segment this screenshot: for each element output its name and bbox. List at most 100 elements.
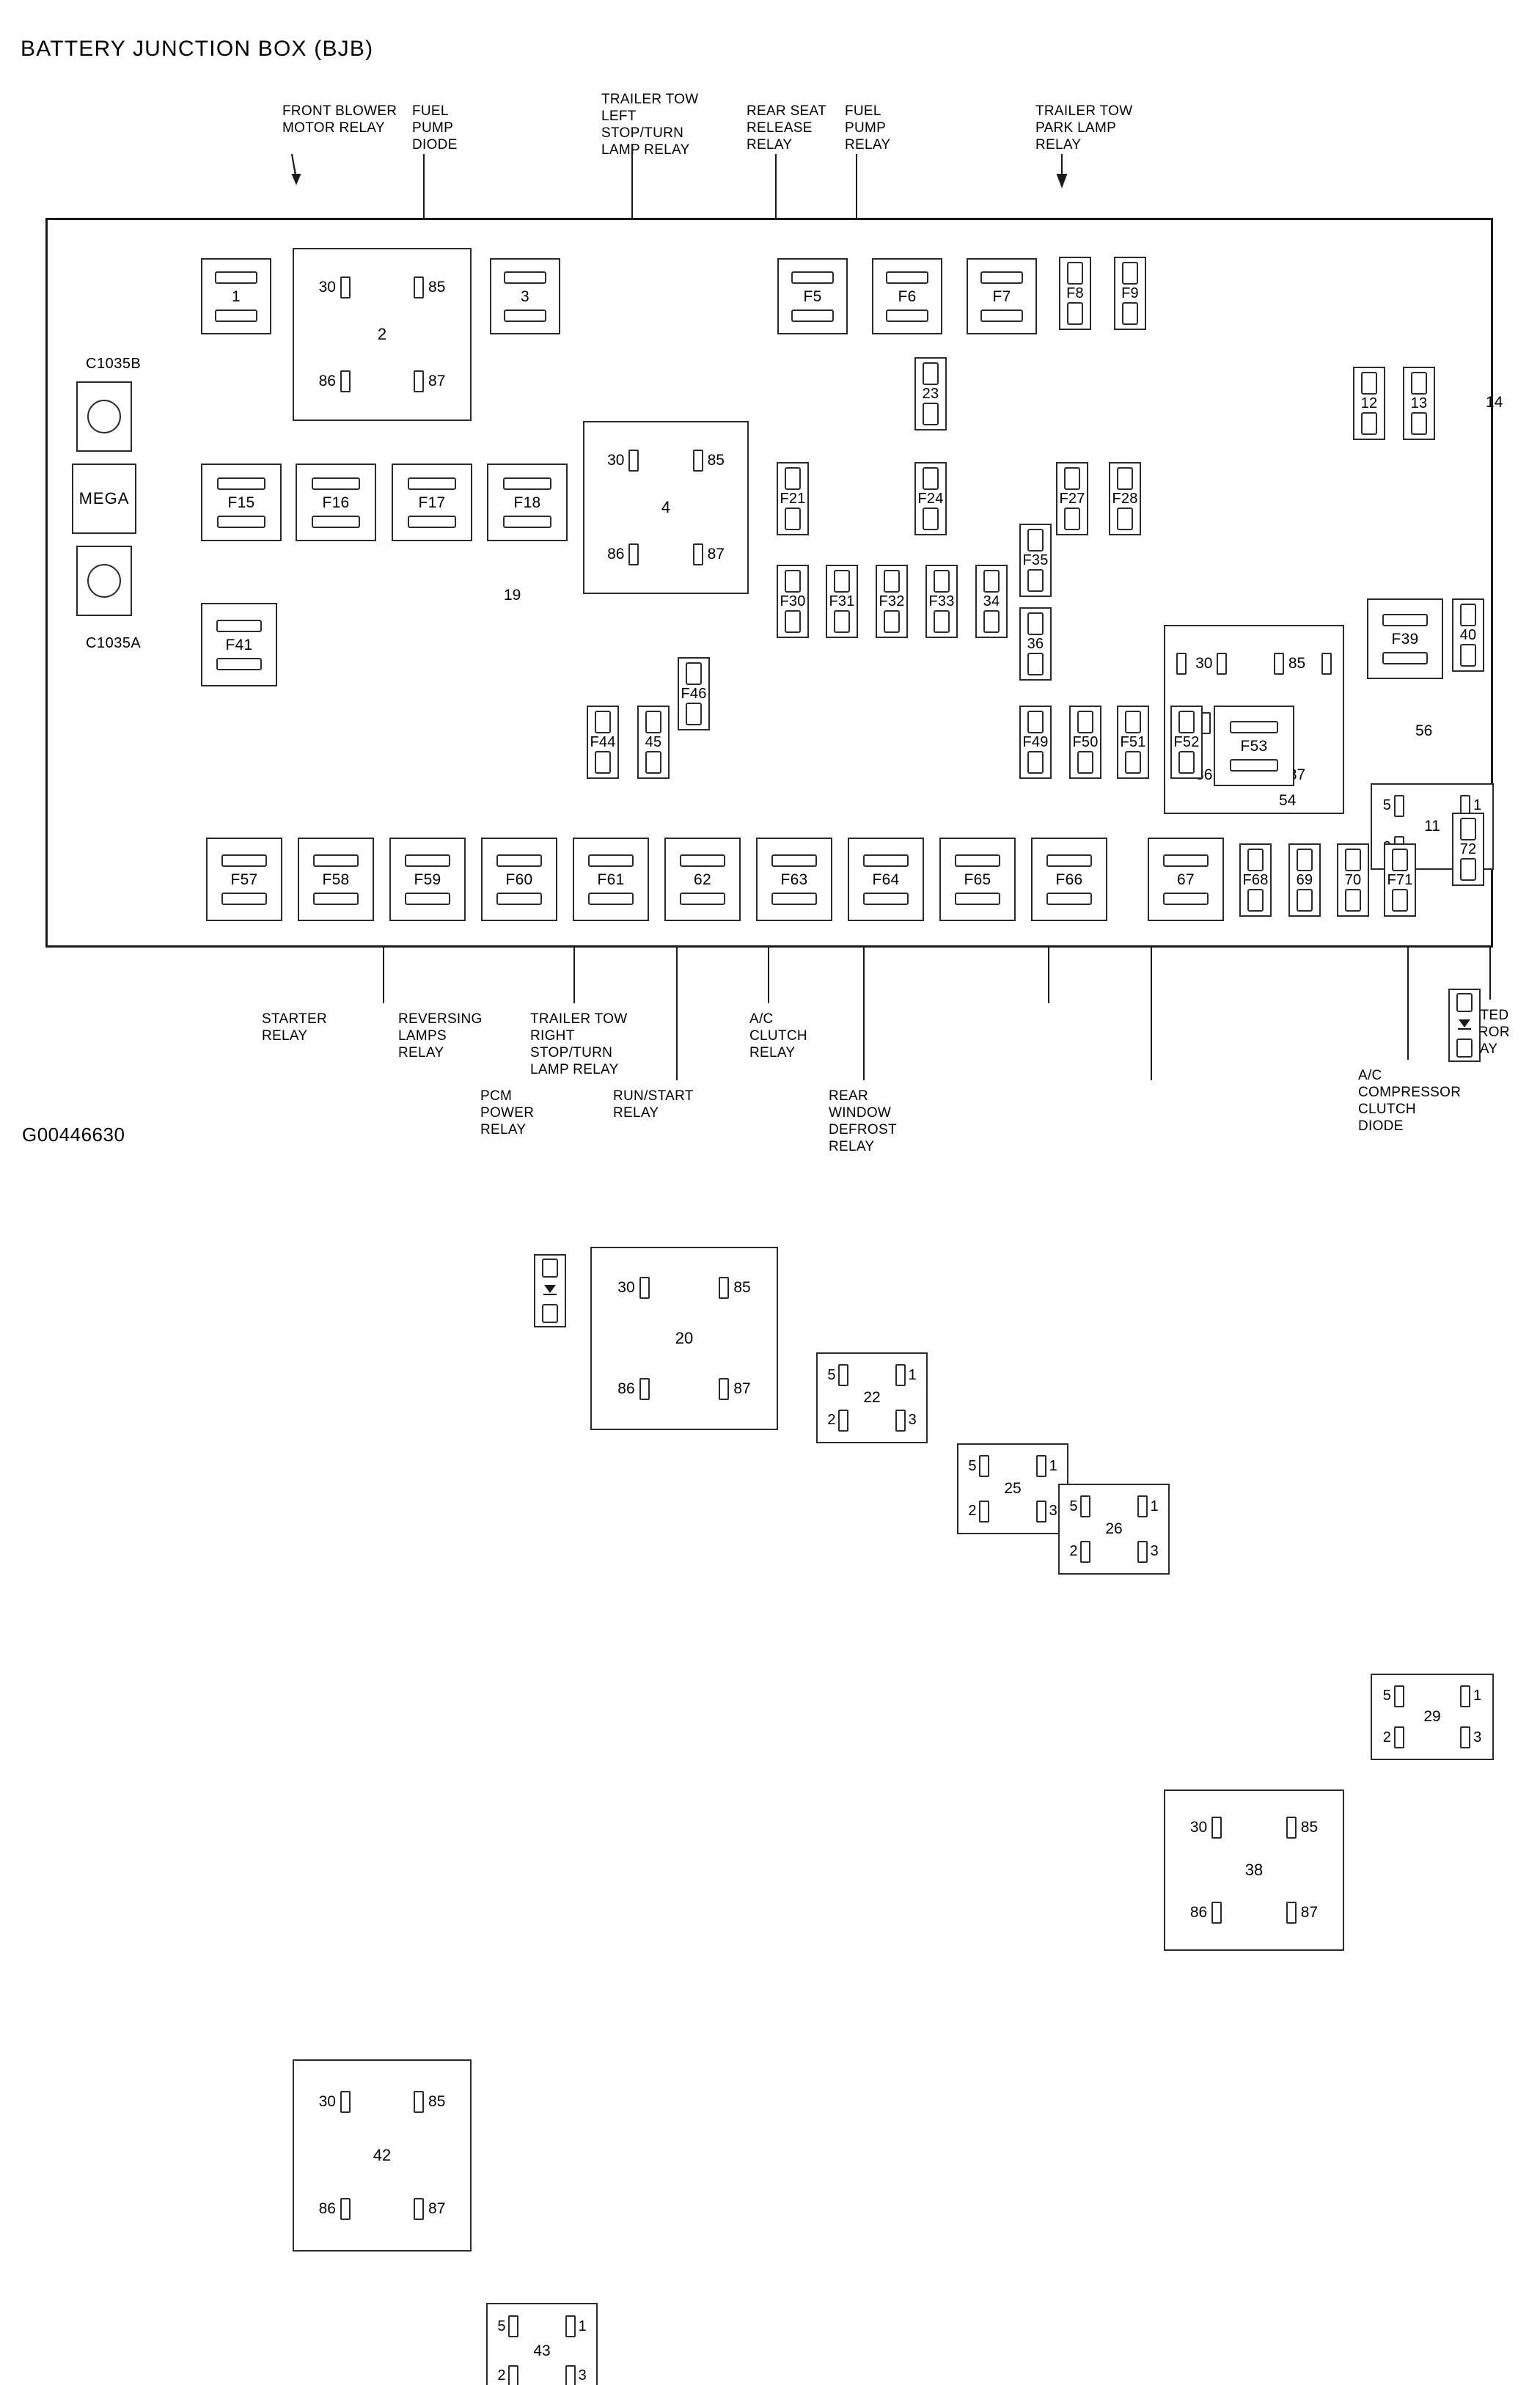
fuse-67[interactable]: 67 <box>1148 838 1224 921</box>
terminal-1-label: 1 <box>1049 1457 1057 1474</box>
fuse-70[interactable]: 70 <box>1337 843 1369 917</box>
fuse-f52[interactable]: F52 <box>1170 706 1203 779</box>
fuse-blade-icon <box>217 515 265 528</box>
terminal-pin-icon <box>414 2197 425 2220</box>
fuse-f57[interactable]: F57 <box>206 838 282 921</box>
relay-42[interactable]: 30 85 86 87 42 <box>293 2059 472 2252</box>
callout-front-blower-motor-relay: FRONT BLOWER MOTOR RELAY <box>282 103 397 136</box>
fuse-f5[interactable]: F5 <box>777 258 848 334</box>
fuse-f53[interactable]: F53 <box>1214 706 1294 786</box>
fuse-f44[interactable]: F44 <box>587 706 619 779</box>
fuse-f15[interactable]: F15 <box>201 464 282 541</box>
fuse-70-label: 70 <box>1344 872 1362 888</box>
relay-20[interactable]: 30 85 86 87 20 <box>590 1247 778 1430</box>
fuse-f60[interactable]: F60 <box>481 838 557 921</box>
diode-14[interactable] <box>1448 989 1481 1062</box>
fuse-f71[interactable]: F71 <box>1384 843 1416 917</box>
fuse-62[interactable]: 62 <box>664 838 741 921</box>
relay-29[interactable]: 5 1 2 3 29 <box>1371 1674 1494 1760</box>
fuse-blade-icon <box>1027 653 1044 675</box>
fuse-f27[interactable]: F27 <box>1056 462 1088 535</box>
fuse-f51[interactable]: F51 <box>1117 706 1149 779</box>
terminal-pin-icon <box>1080 1540 1091 1563</box>
fuse-45[interactable]: 45 <box>637 706 670 779</box>
fuse-f9[interactable]: F9 <box>1114 257 1146 330</box>
fuse-blade-icon <box>980 271 1023 284</box>
fuse-36[interactable]: 36 <box>1019 607 1052 681</box>
fuse-f65[interactable]: F65 <box>939 838 1016 921</box>
mega-fuse[interactable]: MEGA <box>72 464 136 534</box>
fuse-f63[interactable]: F63 <box>756 838 832 921</box>
diode-19[interactable] <box>534 1254 566 1327</box>
terminal-87-label: 87 <box>428 2199 446 2217</box>
fuse-f35[interactable]: F35 <box>1019 524 1052 597</box>
fuse-13-label: 13 <box>1410 395 1428 411</box>
fuse-34[interactable]: 34 <box>975 565 1008 638</box>
fuse-blade-icon <box>496 854 542 867</box>
fuse-f58[interactable]: F58 <box>298 838 374 921</box>
fuse-f46[interactable]: F46 <box>678 657 710 730</box>
relay-38[interactable]: 30 85 86 87 38 <box>1164 1789 1344 1951</box>
fuse-blade-icon <box>685 703 703 725</box>
relay-25[interactable]: 5 1 2 3 25 <box>957 1443 1068 1534</box>
fuse-72[interactable]: 72 <box>1452 813 1484 886</box>
relay-2[interactable]: 30 85 86 87 2 <box>293 248 472 421</box>
relay-43[interactable]: 5 1 2 3 43 <box>486 2303 598 2385</box>
connector-stud-c1035b[interactable] <box>76 381 132 452</box>
fuse-f8[interactable]: F8 <box>1059 257 1091 330</box>
fuse-blade-icon <box>784 570 802 593</box>
fuse-blade-icon <box>680 892 725 905</box>
fuse-69[interactable]: 69 <box>1288 843 1321 917</box>
terminal-pin-icon <box>1211 1902 1222 1924</box>
fuse-12[interactable]: 12 <box>1353 367 1385 440</box>
fuse-23[interactable]: 23 <box>914 357 947 431</box>
fuse-f39[interactable]: F39 <box>1367 598 1443 679</box>
callout-trailer-tow-park-lamp-relay: TRAILER TOW PARK LAMP RELAY <box>1035 103 1133 153</box>
fuse-f28[interactable]: F28 <box>1109 462 1141 535</box>
fuse-f30[interactable]: F30 <box>777 565 809 638</box>
relay-22[interactable]: 5 1 2 3 22 <box>816 1352 928 1443</box>
terminal-pin-icon <box>895 1409 906 1432</box>
fuse-13[interactable]: 13 <box>1403 367 1435 440</box>
fuse-f64[interactable]: F64 <box>848 838 924 921</box>
fuse-f49[interactable]: F49 <box>1019 706 1052 779</box>
fuse-f18[interactable]: F18 <box>487 464 568 541</box>
stud-ring-icon <box>87 564 121 598</box>
fuse-f50[interactable]: F50 <box>1069 706 1101 779</box>
fuse-f68[interactable]: F68 <box>1239 843 1272 917</box>
relay-26[interactable]: 5 1 2 3 26 <box>1058 1484 1170 1575</box>
terminal-pin-icon <box>1286 1816 1297 1839</box>
fuse-f61[interactable]: F61 <box>573 838 649 921</box>
fuse-blade-icon <box>1121 262 1139 285</box>
callout-rear-window-defrost-relay: REAR WINDOW DEFROST RELAY <box>829 1088 897 1154</box>
terminal-3-label: 3 <box>1049 1503 1057 1520</box>
fuse-69-label: 69 <box>1296 872 1313 888</box>
terminal-30-label: 30 <box>607 452 625 469</box>
fuse-blade-icon <box>1178 711 1195 733</box>
fuse-blade-icon <box>215 309 257 322</box>
fuse-f59[interactable]: F59 <box>389 838 466 921</box>
fuse-blade-icon <box>1063 508 1081 530</box>
fuse-f66[interactable]: F66 <box>1031 838 1107 921</box>
terminal-pin-icon <box>1080 1495 1091 1518</box>
relay-4[interactable]: 30 85 86 87 4 <box>583 421 749 594</box>
fuse-1[interactable]: 1 <box>201 258 271 334</box>
fuse-40[interactable]: 40 <box>1452 598 1484 672</box>
relay-20-label: 20 <box>675 1329 694 1347</box>
fuse-3[interactable]: 3 <box>490 258 560 334</box>
fuse-f21[interactable]: F21 <box>777 462 809 535</box>
fuse-blade-icon <box>886 309 928 322</box>
fuse-f31[interactable]: F31 <box>826 565 858 638</box>
fuse-f33[interactable]: F33 <box>925 565 958 638</box>
fuse-f6[interactable]: F6 <box>872 258 942 334</box>
fuse-f24[interactable]: F24 <box>914 462 947 535</box>
fuse-f17[interactable]: F17 <box>392 464 472 541</box>
fuse-f41[interactable]: F41 <box>201 603 277 686</box>
fuse-f16[interactable]: F16 <box>296 464 376 541</box>
terminal-pin-icon <box>565 2364 576 2385</box>
fuse-f32[interactable]: F32 <box>876 565 908 638</box>
fuse-blade-icon <box>1459 858 1477 881</box>
fuse-f7[interactable]: F7 <box>967 258 1037 334</box>
connector-stud-c1035a[interactable] <box>76 546 132 616</box>
fuse-blade-icon <box>685 662 703 685</box>
